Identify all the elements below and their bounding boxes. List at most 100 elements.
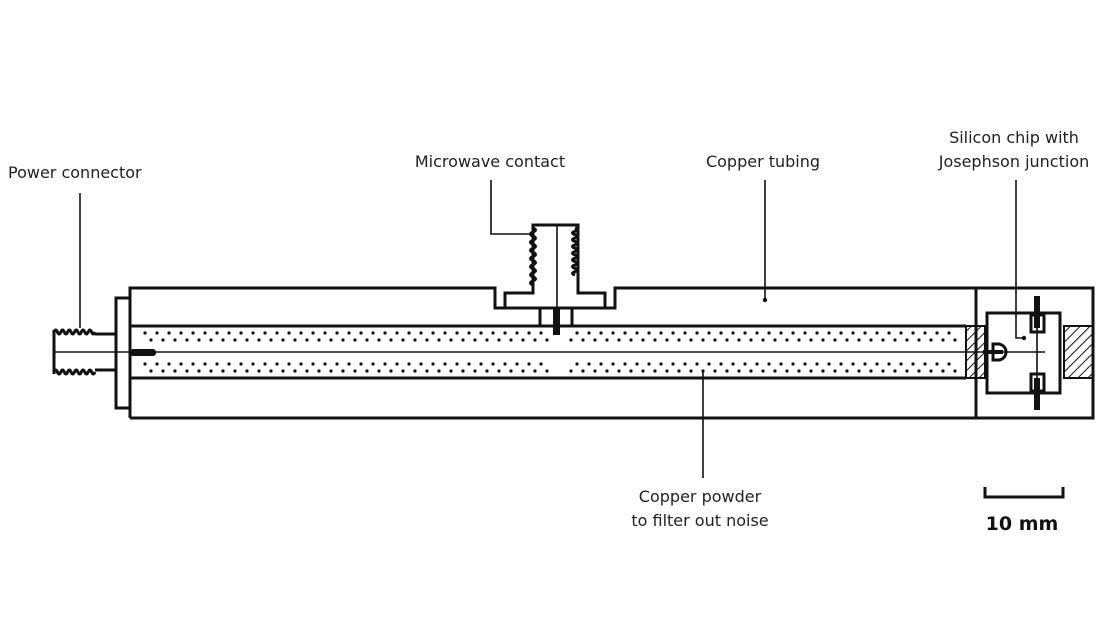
powder-dot [929,369,933,373]
powder-dot [599,331,603,335]
powder-dot [545,369,549,373]
powder-dot [401,369,405,373]
powder-dot [905,369,909,373]
powder-dot [515,331,519,335]
powder-dot [917,338,921,342]
powder-dot [287,331,291,335]
powder-dot [941,369,945,373]
powder-dot [857,338,861,342]
powder-dot [845,338,849,342]
powder-dot [143,331,147,335]
powder-dot [653,338,657,342]
powder-dot [419,362,423,366]
powder-dot [599,362,603,366]
powder-dot [917,369,921,373]
powder-dot [797,338,801,342]
copper-powder-channel [130,324,1045,380]
powder-dot [383,331,387,335]
powder-dot [215,331,219,335]
powder-dot [293,369,297,373]
powder-dot [491,362,495,366]
powder-dot [323,362,327,366]
powder-dot [359,331,363,335]
powder-dot [323,331,327,335]
powder-dot [251,331,255,335]
powder-dot [305,369,309,373]
powder-dot [455,362,459,366]
label-silicon-chip-1: Silicon chip with [949,128,1079,147]
powder-dot [779,331,783,335]
powder-dot [821,369,825,373]
powder-dot [341,338,345,342]
powder-dot [299,331,303,335]
powder-dot [329,338,333,342]
powder-dot [737,338,741,342]
powder-dot [209,338,213,342]
powder-dot [887,331,891,335]
powder-dot [437,338,441,342]
powder-dot [413,369,417,373]
powder-dot [815,331,819,335]
powder-dot [761,338,765,342]
powder-dot [797,369,801,373]
powder-dot [407,362,411,366]
powder-dot [227,331,231,335]
powder-dot [431,331,435,335]
powder-dot [773,369,777,373]
powder-dot [365,338,369,342]
powder-dot [731,331,735,335]
powder-dot [785,369,789,373]
powder-dot [371,362,375,366]
powder-dot [143,362,147,366]
powder-dot [671,331,675,335]
powder-dot [245,369,249,373]
powder-dot [731,362,735,366]
powder-dot [521,338,525,342]
powder-dot [743,331,747,335]
powder-dot [893,369,897,373]
powder-dot [167,331,171,335]
power-connector [52,296,156,410]
powder-dot [887,362,891,366]
powder-dot [905,338,909,342]
powder-dot [497,369,501,373]
label-copper-powder-2: to filter out noise [631,511,768,530]
powder-dot [389,338,393,342]
powder-dot [719,331,723,335]
powder-dot [617,369,621,373]
powder-dot [899,331,903,335]
powder-dot [311,362,315,366]
powder-dot [245,338,249,342]
powder-dot [425,369,429,373]
powder-dot [935,331,939,335]
powder-dot [791,331,795,335]
powder-dot [941,338,945,342]
powder-dot [761,369,765,373]
powder-dot [191,362,195,366]
powder-dot [461,369,465,373]
powder-dot [581,369,585,373]
powder-dot [431,362,435,366]
powder-dot [677,369,681,373]
powder-dot [911,362,915,366]
powder-dot [815,362,819,366]
powder-dot [737,369,741,373]
powder-dot [173,338,177,342]
label-microwave-contact: Microwave contact [415,152,565,171]
powder-dot [233,338,237,342]
powder-dot [533,338,537,342]
powder-dot [845,369,849,373]
powder-dot [725,338,729,342]
powder-dot [953,338,957,342]
powder-dot [515,362,519,366]
powder-dot [197,369,201,373]
powder-dot [353,369,357,373]
powder-dot [833,338,837,342]
powder-dot [161,369,165,373]
powder-dot [161,338,165,342]
powder-dot [701,338,705,342]
powder-dot [239,331,243,335]
powder-dot [635,331,639,335]
label-copper-powder-1: Copper powder [639,487,762,506]
powder-dot [509,369,513,373]
